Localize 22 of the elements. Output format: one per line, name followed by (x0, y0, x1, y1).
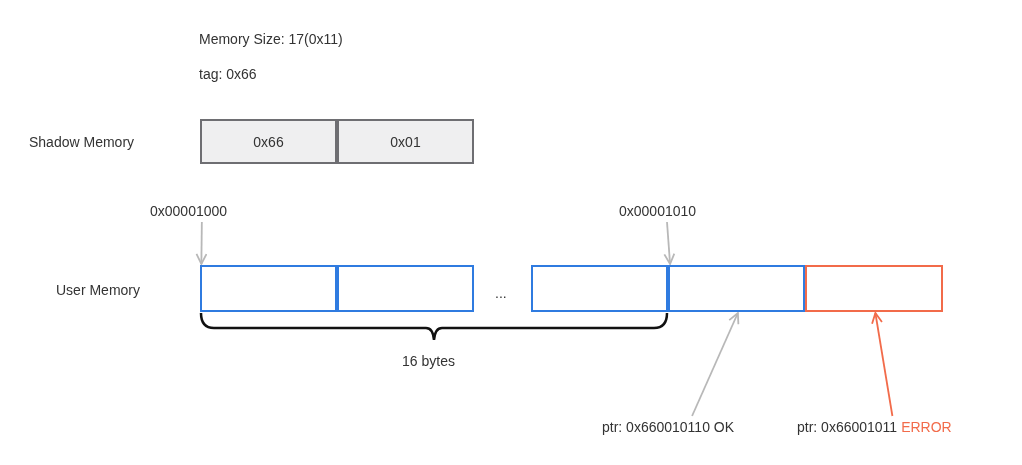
memory-cell (668, 265, 805, 312)
memory-cell (337, 265, 474, 312)
address-label: 0x00001000 (150, 203, 228, 219)
row-label: User Memory (56, 282, 140, 298)
shadow-memory-cell: 0x01 (337, 119, 474, 164)
status-label: ERROR (901, 419, 952, 435)
memory-cell (200, 265, 337, 312)
arrow (663, 221, 676, 265)
pointer-label: ptr: 0x660010110 OK (602, 419, 735, 435)
address-label: 0x00001010 (619, 203, 697, 219)
memory-cell (805, 265, 943, 312)
size-label: 16 bytes (402, 353, 455, 369)
arrow (195, 221, 208, 265)
memory-size-label: Memory Size: 17(0x11) (199, 31, 343, 47)
ellipsis: ... (495, 285, 507, 301)
pointer-label: ptr: 0x66001011 (797, 419, 898, 435)
arrow (871, 312, 894, 417)
shadow-memory-cell: 0x66 (200, 119, 337, 164)
tag-label: tag: 0x66 (199, 66, 257, 82)
row-label: Shadow Memory (29, 134, 135, 150)
arrow (691, 312, 740, 417)
memory-cell (531, 265, 668, 312)
